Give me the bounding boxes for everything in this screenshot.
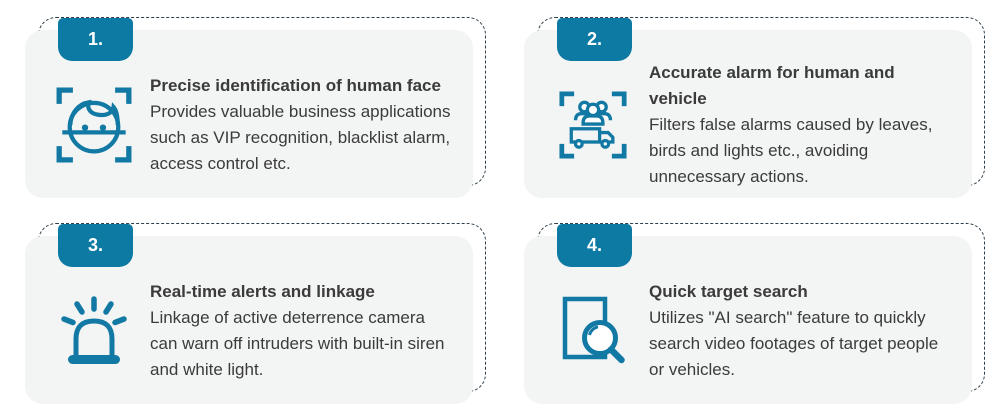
card-body: Precise identification of human face Pro… <box>25 30 473 198</box>
card-description: Utilizes "AI search" feature to quickly … <box>649 308 939 379</box>
feature-card-3: Real-time alerts and linkage Linkage of … <box>25 223 487 404</box>
card-number-badge: 4. <box>557 224 632 267</box>
face-scan-icon <box>53 87 135 163</box>
human-vehicle-scan-icon <box>552 91 634 159</box>
card-title: Accurate alarm for human and vehicle <box>649 63 895 108</box>
card-number-badge: 3. <box>58 224 133 267</box>
card-description: Filters false alarms caused by leaves, b… <box>649 115 933 186</box>
card-description: Provides valuable business applications … <box>150 102 451 173</box>
card-number-badge: 1. <box>58 18 133 61</box>
feature-card-4: Quick target search Utilizes "AI search"… <box>524 223 986 404</box>
siren-icon <box>53 295 135 367</box>
document-search-icon <box>552 295 634 367</box>
feature-card-2: Accurate alarm for human and vehicle Fil… <box>524 17 986 198</box>
feature-card-1: Precise identification of human face Pro… <box>25 17 487 198</box>
card-title: Real-time alerts and linkage <box>150 282 375 301</box>
card-description: Linkage of active deterrence camera can … <box>150 308 445 379</box>
card-number-badge: 2. <box>557 18 632 61</box>
card-title: Quick target search <box>649 282 808 301</box>
card-title: Precise identification of human face <box>150 76 441 95</box>
